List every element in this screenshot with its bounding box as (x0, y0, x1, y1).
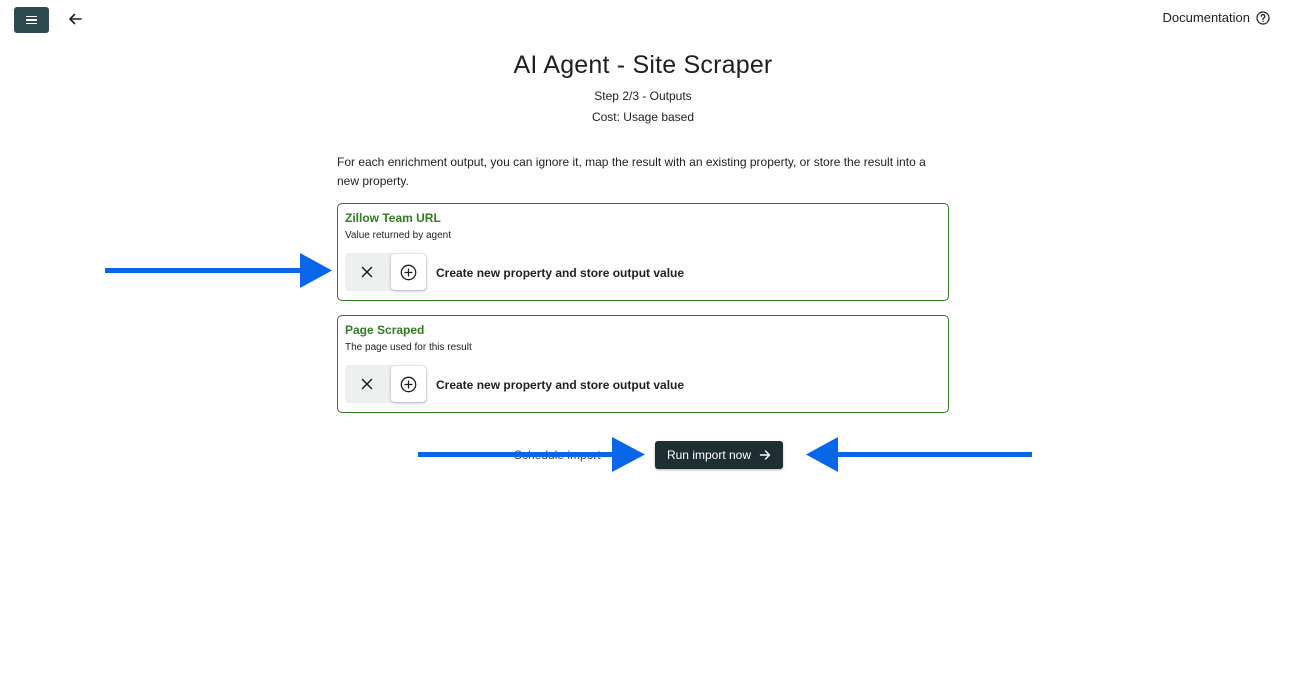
run-import-label: Run import now (666, 448, 752, 462)
create-property-option-button[interactable] (391, 254, 426, 290)
output-subtitle: Value returned by agent (345, 230, 452, 241)
create-property-option-button[interactable] (391, 366, 426, 402)
arrow-left-icon (69, 13, 82, 25)
cost-label: Cost: Usage based (591, 110, 695, 124)
hamburger-menu-icon (26, 16, 37, 24)
output-title: Page Scraped (345, 323, 425, 337)
help-circle-icon (1256, 10, 1270, 25)
instructions-text: For each enrichment output, you can igno… (337, 155, 926, 188)
output-card: Page Scraped The page used for this resu… (337, 315, 949, 413)
ignore-option-button[interactable] (345, 365, 389, 403)
schedule-import-link[interactable]: Schedule import (514, 448, 601, 462)
documentation-label: Documentation (1162, 10, 1250, 25)
plus-circle-icon (400, 376, 417, 392)
output-mode-toggle (345, 253, 427, 291)
output-mode-toggle (345, 365, 427, 403)
annotation-arrow-icon (806, 437, 1032, 472)
documentation-link[interactable]: Documentation (1163, 10, 1270, 25)
annotation-arrow-icon (105, 253, 332, 288)
selected-action-label: Create new property and store output val… (436, 266, 685, 280)
output-card: Zillow Team URL Value returned by agent … (337, 203, 949, 301)
selected-action-label: Create new property and store output val… (436, 378, 685, 392)
close-icon (361, 378, 373, 390)
menu-button[interactable] (14, 7, 49, 33)
back-button[interactable] (64, 8, 86, 30)
close-icon (361, 266, 373, 278)
run-import-button[interactable]: Run import now (655, 441, 783, 469)
step-indicator: Step 2/3 - Outputs (594, 89, 692, 103)
plus-circle-icon (400, 264, 417, 280)
output-title: Zillow Team URL (345, 211, 441, 225)
page-title: AI Agent - Site Scraper (513, 51, 773, 79)
output-subtitle: The page used for this result (345, 342, 472, 353)
ignore-option-button[interactable] (345, 253, 389, 291)
arrow-right-icon (759, 450, 771, 460)
